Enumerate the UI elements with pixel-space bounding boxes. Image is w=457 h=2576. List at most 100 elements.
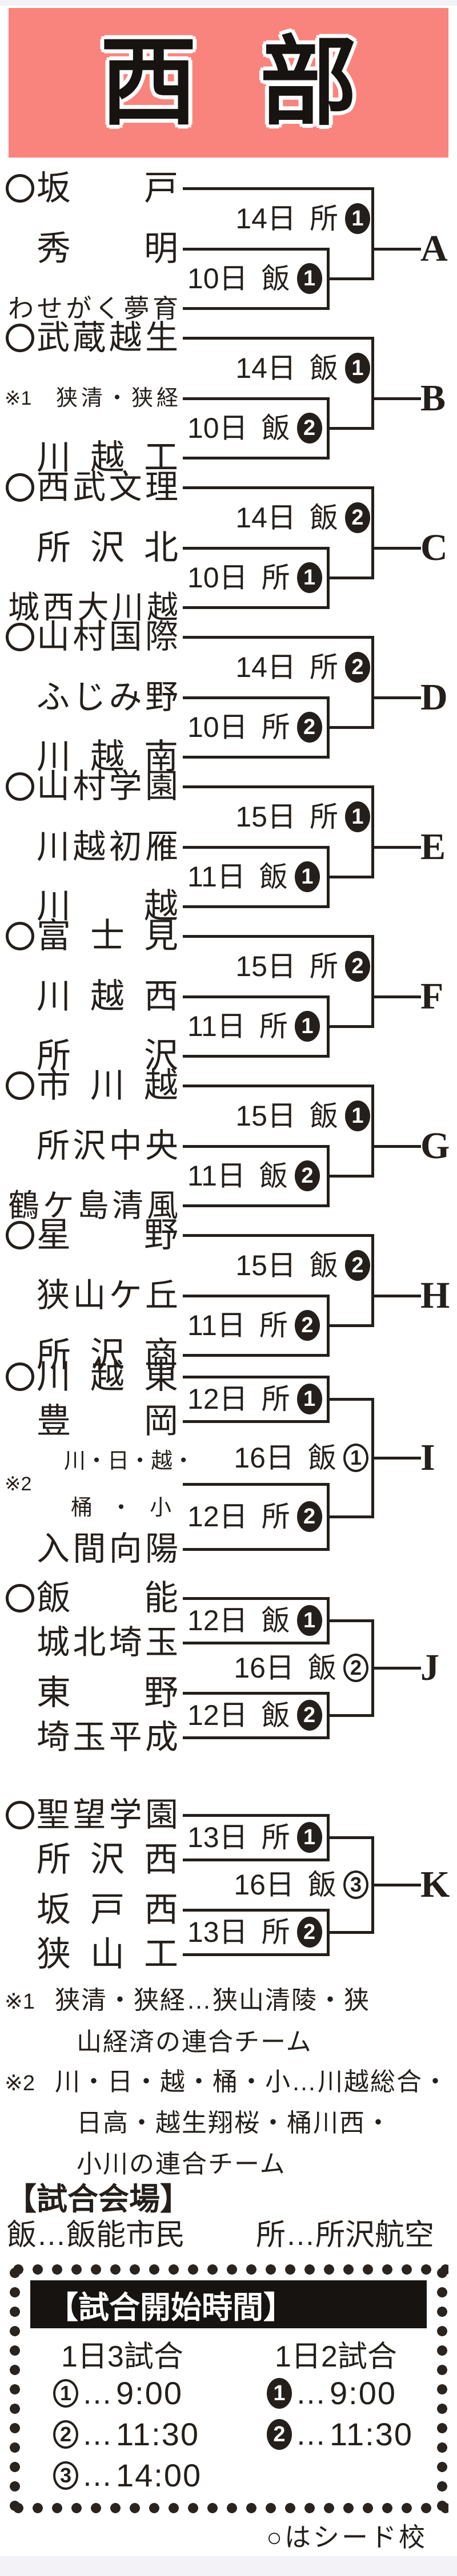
char: 狭 bbox=[56, 386, 78, 410]
match-date: 14日 bbox=[235, 651, 296, 683]
match-venue: 飯 bbox=[310, 1100, 338, 1132]
char: ケ bbox=[42, 1187, 74, 1223]
char: 市 bbox=[37, 1066, 71, 1104]
ellipsis-separator: … bbox=[82, 2417, 113, 2452]
match-date: 11日 bbox=[187, 861, 246, 893]
match-date: 10日 bbox=[187, 412, 248, 444]
team-name: 狭山ケ丘 bbox=[37, 1274, 178, 1317]
match-venue: 飯 bbox=[310, 1249, 338, 1281]
game-number-filled: 2 bbox=[296, 712, 322, 743]
match-date: 15日 bbox=[235, 950, 296, 982]
char: 大 bbox=[77, 589, 109, 625]
team-name: 川越初雁 bbox=[37, 825, 178, 869]
char: 越 bbox=[144, 1066, 178, 1104]
team-name: 所沢商 bbox=[37, 1333, 178, 1377]
start-time: 14:00 bbox=[116, 2457, 202, 2493]
dotted-border-bottom bbox=[9, 2502, 448, 2514]
char: じ bbox=[73, 679, 106, 716]
seed-circle bbox=[6, 1362, 34, 1391]
team-name: 山村学園 bbox=[37, 765, 178, 808]
char: 山 bbox=[73, 1277, 106, 1314]
char: 所 bbox=[37, 1840, 71, 1878]
char: 星 bbox=[37, 1216, 71, 1254]
block-letter: I bbox=[420, 1437, 435, 1478]
match-date: 11日 bbox=[187, 1309, 246, 1341]
char: 豊 bbox=[37, 1402, 71, 1440]
char: 越 bbox=[90, 1357, 125, 1396]
char: 秀 bbox=[37, 229, 71, 268]
game-number-outline: 3 bbox=[343, 1870, 368, 1899]
bracket-vline bbox=[371, 785, 374, 878]
team-name: 川越西 bbox=[37, 975, 178, 1018]
game-number-filled: 1 bbox=[296, 1822, 322, 1853]
char: 南 bbox=[144, 737, 178, 776]
seed-legend: ○はシード校 bbox=[266, 2522, 427, 2552]
bracket-hline bbox=[183, 1858, 328, 1861]
game-number-filled: 1 bbox=[294, 1011, 320, 1042]
match-venue: 飯 bbox=[259, 1160, 288, 1192]
char: 川 bbox=[37, 1357, 71, 1396]
char: 間 bbox=[73, 1530, 106, 1567]
char: 望 bbox=[73, 1796, 106, 1833]
block-letter: B bbox=[420, 377, 446, 419]
seed-circle bbox=[6, 1221, 34, 1249]
match-venue: 所 bbox=[261, 711, 290, 743]
game-number-filled: 2 bbox=[345, 652, 370, 683]
char: 西 bbox=[144, 1840, 178, 1878]
bracket-hline bbox=[372, 247, 421, 251]
dotted-border-top bbox=[9, 2263, 448, 2276]
game-number-filled: 1 bbox=[296, 263, 322, 294]
venue-legend-item: 所…所沢航空 bbox=[255, 2219, 434, 2252]
char: 中 bbox=[109, 1127, 142, 1164]
match-venue: 所 bbox=[261, 1916, 290, 1948]
match-venue: 所 bbox=[259, 1010, 288, 1042]
char: 沢 bbox=[90, 1840, 125, 1878]
match-date: 16日 bbox=[234, 1869, 294, 1901]
bracket-hline bbox=[372, 1456, 421, 1460]
bracket-hline bbox=[183, 905, 328, 908]
bracket-hline bbox=[183, 397, 328, 400]
schedule-row: 2…11:30 bbox=[53, 2418, 199, 2450]
match-date: 10日 bbox=[187, 562, 248, 594]
char: 聖 bbox=[37, 1796, 70, 1833]
match-venue: 飯 bbox=[261, 1605, 290, 1636]
char: ・ bbox=[86, 1449, 108, 1473]
team-name: 川越工 bbox=[37, 436, 178, 479]
bracket-hline bbox=[328, 1619, 372, 1622]
game-number-outline: 3 bbox=[53, 2461, 78, 2490]
match-date: 16日 bbox=[234, 1652, 294, 1684]
match-venue: 所 bbox=[310, 801, 338, 833]
team-name: 富士見 bbox=[37, 914, 178, 958]
match-date: 13日 bbox=[187, 1916, 248, 1948]
char: 園 bbox=[145, 1796, 178, 1833]
char: 生 bbox=[145, 319, 178, 356]
bracket-vline bbox=[371, 934, 374, 1028]
bracket-hline bbox=[183, 785, 372, 788]
char: 央 bbox=[145, 1127, 178, 1164]
bracket-hline bbox=[183, 1084, 372, 1087]
venue-legend-item: 飯…飯能市民 bbox=[7, 2219, 186, 2252]
bracket-hline bbox=[183, 1375, 328, 1378]
bracket-hline bbox=[372, 845, 421, 849]
bracket-hline bbox=[372, 1666, 421, 1670]
team-name: 星野 bbox=[37, 1214, 178, 1257]
match-venue: 飯 bbox=[308, 1652, 336, 1684]
char: ケ bbox=[109, 1277, 142, 1314]
game-number-filled: 1 bbox=[296, 1605, 322, 1636]
char: 越 bbox=[144, 887, 178, 925]
char: 成 bbox=[145, 1719, 178, 1756]
char: 村 bbox=[73, 618, 106, 655]
char: 川 bbox=[37, 828, 70, 865]
dotted-border-right bbox=[436, 2263, 448, 2514]
match-venue: 飯 bbox=[261, 263, 290, 295]
char: 山 bbox=[37, 618, 70, 655]
char: 清 bbox=[81, 386, 103, 410]
bracket-vline bbox=[371, 336, 374, 430]
bracket-hline bbox=[183, 486, 372, 489]
team-name: 所沢西 bbox=[37, 1838, 178, 1881]
